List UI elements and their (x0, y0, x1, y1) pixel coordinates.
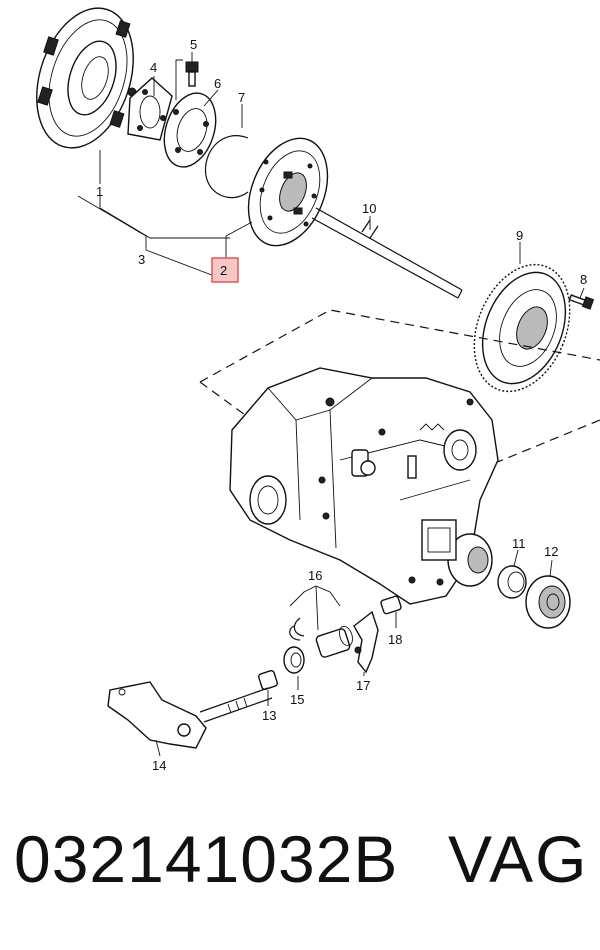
gearbox-housing (229, 367, 499, 605)
bushing-18 (380, 595, 402, 615)
bearing-ring-15 (283, 646, 305, 674)
shaft-seal (525, 575, 571, 629)
callout-9: 9 (516, 228, 523, 243)
bolt-5 (185, 61, 199, 87)
brand-name: VAG (448, 822, 589, 896)
bushing-set (289, 617, 353, 658)
callout-15: 15 (290, 692, 304, 707)
callout-4: 4 (150, 60, 157, 75)
flywheel-bolt (568, 294, 595, 310)
callout-10: 10 (362, 201, 376, 216)
release-fork (353, 610, 379, 674)
callout-6: 6 (214, 76, 221, 91)
callout-7: 7 (238, 90, 245, 105)
circlip (204, 135, 249, 199)
exploded-parts-diagram: 1 2 3 4 5 6 7 8 9 10 11 12 13 14 15 16 1… (36, 7, 600, 773)
footer: 032141032B VAG (0, 815, 600, 935)
pressure-plate (36, 7, 137, 149)
callout-2-highlight (211, 257, 239, 283)
leader-lines (77, 52, 585, 757)
release-lever-shaft (107, 681, 273, 749)
flywheel (473, 263, 571, 393)
callout-14: 14 (152, 758, 166, 773)
flange-ring (163, 92, 217, 168)
callout-5: 5 (190, 37, 197, 52)
callout-2: 2 (220, 263, 227, 278)
callout-11: 11 (512, 536, 526, 551)
callout-17: 17 (356, 678, 370, 693)
callout-3: 3 (138, 252, 145, 267)
callout-16: 16 (308, 568, 322, 583)
bearing-11 (497, 565, 527, 599)
dashed-outline (199, 309, 600, 471)
bushing-13 (257, 669, 279, 691)
callout-12: 12 (544, 544, 558, 559)
part-number: 032141032B (14, 822, 399, 896)
callout-8: 8 (580, 272, 587, 287)
clutch-disc (247, 137, 329, 247)
callout-1: 1 (96, 184, 103, 199)
input-shaft (311, 207, 463, 299)
callout-18: 18 (388, 632, 402, 647)
callout-labels: 1 2 3 4 5 6 7 8 9 10 11 12 13 14 15 16 1… (96, 37, 587, 773)
shim-plate (127, 77, 173, 141)
callout-13: 13 (262, 708, 276, 723)
